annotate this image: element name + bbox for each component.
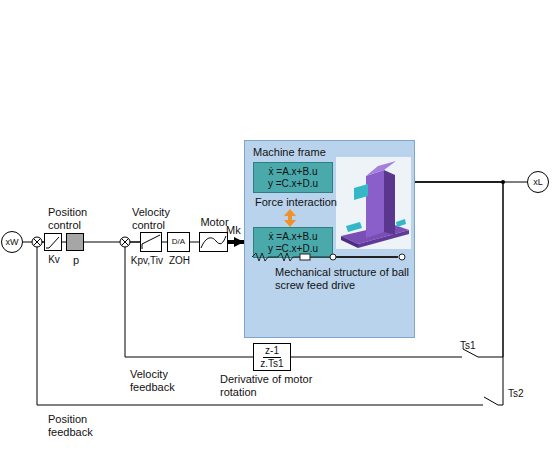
node-text: xL — [533, 177, 543, 187]
node-text: Kv — [41, 254, 67, 266]
section-heading: Velocity control — [132, 206, 194, 231]
sample-time-label: Ts1 — [460, 340, 490, 352]
force-arrow — [284, 209, 296, 227]
pi-controller-block: Kpv,Tiv — [140, 232, 162, 252]
output-circle: xL — [527, 171, 549, 193]
node-text: xW — [6, 237, 19, 247]
dac-block: D/AZOH — [167, 232, 190, 252]
node-text: Mechanical structure of ball screw feed … — [275, 266, 411, 291]
node-text: ZOH — [164, 255, 195, 267]
node-text: D/A — [172, 237, 185, 246]
derivative-block: z-1z.Ts1 — [253, 343, 291, 371]
signal-line — [37, 182, 503, 405]
input-circle: xW — [1, 231, 23, 253]
signal-line — [228, 240, 244, 244]
signal-label: Velocity feedback — [130, 368, 200, 393]
summing-junction — [32, 237, 130, 247]
node-text: y =C.x+D.u — [268, 178, 318, 190]
signal-label: Position feedback — [48, 413, 118, 438]
node-text: ẋ =A.x+B.u — [269, 166, 318, 178]
node-text: Force interaction — [255, 196, 365, 209]
sampling-switch — [462, 349, 498, 408]
edge-label: Mk — [226, 224, 241, 237]
state-space-block: ẋ =A.x+B.uy =C.x+D.u — [253, 162, 333, 193]
ball-screw-symbol — [252, 253, 405, 261]
node-text: z.Ts1 — [260, 358, 283, 370]
node-text: Kpv,Tiv — [107, 255, 163, 267]
signal-line — [62, 242, 66, 243]
gain-block: p — [66, 233, 84, 251]
sample-time-label: Ts2 — [508, 388, 538, 400]
section-heading: Position control — [48, 206, 110, 231]
signal-line — [162, 242, 167, 243]
junction-dot — [501, 180, 505, 184]
node-text: Machine frame — [253, 146, 373, 159]
node-text: ẋ =A.x+B.u — [269, 231, 318, 243]
annotation-label: Derivative of motor rotation — [220, 373, 335, 398]
machine-frame-illustration — [336, 157, 411, 249]
signal-line — [125, 242, 253, 357]
signal-line — [190, 242, 199, 243]
node-text: y =C.x+D.u — [268, 243, 318, 255]
state-space-block: ẋ =A.x+B.uy =C.x+D.u — [253, 227, 333, 258]
node-text: z-1 — [263, 345, 281, 358]
node-text: p — [65, 254, 87, 267]
motor-block: Motor — [199, 232, 228, 252]
block-icons — [46, 235, 226, 249]
